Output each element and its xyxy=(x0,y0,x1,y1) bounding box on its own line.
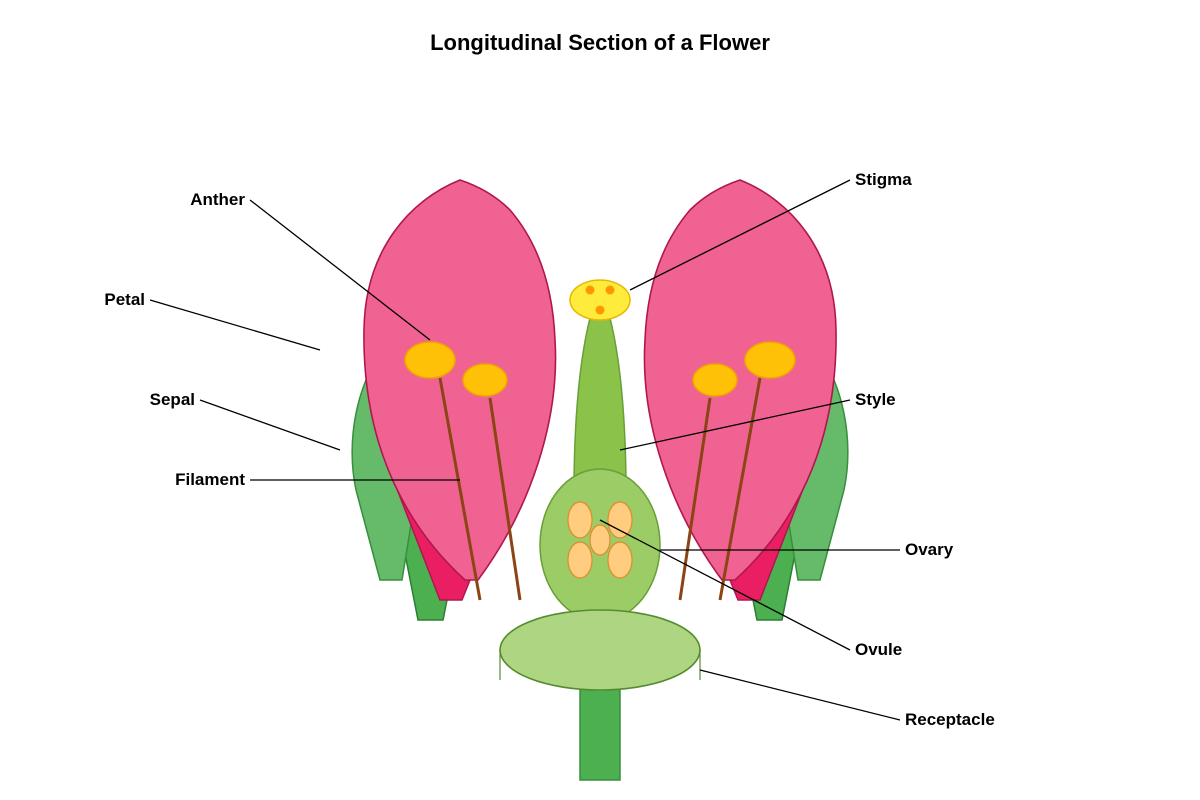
ovule xyxy=(607,501,633,539)
label-sepal: Sepal xyxy=(150,390,195,409)
ovule xyxy=(567,541,593,579)
stigma xyxy=(569,279,631,321)
petal-right xyxy=(643,179,837,581)
label-ovary: Ovary xyxy=(905,540,954,559)
stigma-dot xyxy=(605,285,615,295)
anther-left-inner xyxy=(462,363,508,397)
ovule xyxy=(607,541,633,579)
stigma-dot xyxy=(595,305,605,315)
receptacle xyxy=(499,609,701,691)
sepal-leader xyxy=(199,399,341,451)
style-leader xyxy=(619,399,851,451)
label-filament: Filament xyxy=(175,470,245,489)
label-petal: Petal xyxy=(104,290,145,309)
filament-left-inner xyxy=(488,397,522,601)
stigma-leader xyxy=(629,179,851,291)
label-style: Style xyxy=(855,390,896,409)
label-receptacle: Receptacle xyxy=(905,710,995,729)
receptacle-leader xyxy=(699,669,901,721)
ovule xyxy=(589,524,611,556)
ovule-leader xyxy=(599,519,851,651)
diagram-title: Longitudinal Section of a Flower xyxy=(430,30,770,55)
petal-leader xyxy=(149,299,321,351)
filament-left-outer xyxy=(438,377,482,601)
label-anther: Anther xyxy=(190,190,245,209)
stigma-dot xyxy=(585,285,595,295)
style xyxy=(573,317,627,481)
label-stigma: Stigma xyxy=(855,170,912,189)
stem xyxy=(579,679,621,781)
anther-right-inner xyxy=(692,363,738,397)
ovule xyxy=(567,501,593,539)
anther-left-outer xyxy=(404,341,456,379)
label-ovule: Ovule xyxy=(855,640,902,659)
anther-leader xyxy=(249,199,431,341)
filament-right-outer xyxy=(718,377,762,601)
anther-right-outer xyxy=(744,341,796,379)
